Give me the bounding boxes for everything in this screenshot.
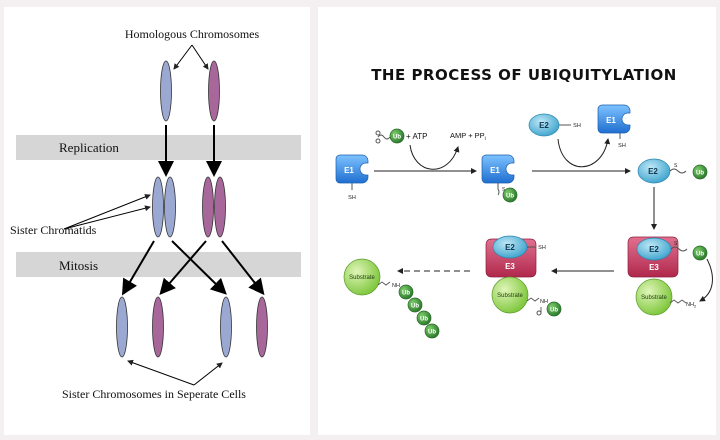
sh-label-3: SH [618,143,626,149]
ub-label-3: Ub [696,171,704,177]
pointer-bottom-2 [193,362,223,386]
polyubiquitinated-substrate: Substrate NH Ub Ub Ub Ub [343,258,440,339]
nh-label-2: NH [392,283,400,289]
ub-label-4: Ub [696,252,704,258]
sh-label-4: SH [538,245,546,251]
e2-label-2: E2 [648,167,658,176]
homologous-chromosomes-label: Homologous Chromosomes [125,27,260,41]
ub-label-2: Ub [506,194,514,200]
ub-chain-3: Ub [420,317,428,323]
e3-label-1: E3 [649,263,659,272]
chromosome-diagram-panel: Homologous Chromosomes Replication Mitos… [4,7,310,435]
arrow-to-homolog-purple [191,44,209,70]
replication-band [16,135,301,160]
ubiquitylation-diagram: THE PROCESS OF UBIQUITYLATION Ub + ATP E… [335,66,713,339]
substrate-label-3: Substrate [349,275,375,281]
mitosis-label: Mitosis [59,258,98,273]
chromatid-purple-2 [214,176,226,238]
daughter-blue-left [116,296,128,358]
sister-chromatids-label: Sister Chromatids [10,223,97,237]
daughter-purple-left [152,296,164,358]
e1-label-2: E1 [490,166,500,175]
substrate-label-2: Substrate [497,293,523,299]
ub-chain-2: Ub [411,304,419,310]
e3-complex-right: E2 E3 S Ub Substrate NH2 [627,236,708,316]
nh2-label: NH2 [686,302,697,309]
chromatid-blue-1 [152,176,164,238]
ub-label-5: Ub [550,308,558,314]
pointer-bottom-1 [127,359,195,386]
sh-label-1: SH [348,195,356,201]
s-label-3: S [674,241,678,247]
replication-label: Replication [59,140,119,155]
arrow-mitosis-4 [221,240,265,296]
arrow-mitosis-1 [121,240,155,296]
e2-free: E2 SH [528,113,581,137]
reaction-arrow-atp [409,144,460,170]
nh-label-1: NH [540,299,548,305]
ubiquitylation-panel: THE PROCESS OF UBIQUITYLATION Ub + ATP E… [318,7,716,435]
daughter-purple-right [256,296,268,358]
homolog-blue [160,60,172,122]
arrow-mitosis-2 [171,240,227,295]
chromatid-blue-2 [164,176,176,238]
arrow-mitosis-3 [159,240,207,296]
s-label-1: S [502,187,506,193]
homolog-purple [208,60,220,122]
e2-label-3: E2 [649,245,659,254]
pointer-chromatid-1 [63,194,151,230]
ub-chain-4: Ub [428,330,436,336]
e1-enzyme-3: E1 SH [597,104,631,149]
ub-chain-1: Ub [402,291,410,297]
ub-free: Ub [375,128,405,144]
chromatid-purple-1 [202,176,214,238]
arrow-to-homolog-blue [173,44,193,70]
e2-label-1: E2 [539,121,549,130]
e1-ub-complex: E1 S Ub [481,154,518,203]
pointer-chromatid-2 [63,205,151,230]
ub-label-1: Ub [393,135,401,141]
mitosis-band [16,252,301,277]
reaction-arrow-transfer [699,258,713,302]
e3-complex-middle: E2 SH E3 Substrate NH Ub [485,235,562,317]
daughter-blue-right [220,296,232,358]
e1-enzyme-1: E1 SH [335,154,369,201]
e2-label-4: E2 [505,243,515,252]
sister-chromosomes-label: Sister Chromosomes in Seperate Cells [62,387,246,401]
amp-label: AMP + PPi [450,131,486,142]
s-label-2: S [674,163,678,169]
e1-label-3: E1 [606,116,616,125]
e1-label-1: E1 [344,166,354,175]
substrate-label-1: Substrate [641,295,667,301]
ubiquitylation-title: THE PROCESS OF UBIQUITYLATION [371,66,677,84]
reaction-arrow-e2 [557,138,611,168]
chromosome-diagram: Homologous Chromosomes Replication Mitos… [10,27,301,401]
sh-label-2: SH [573,123,581,129]
e2-ub-complex: E2 S Ub [637,158,708,184]
e3-label-2: E3 [505,262,515,271]
atp-label: + ATP [406,132,427,141]
